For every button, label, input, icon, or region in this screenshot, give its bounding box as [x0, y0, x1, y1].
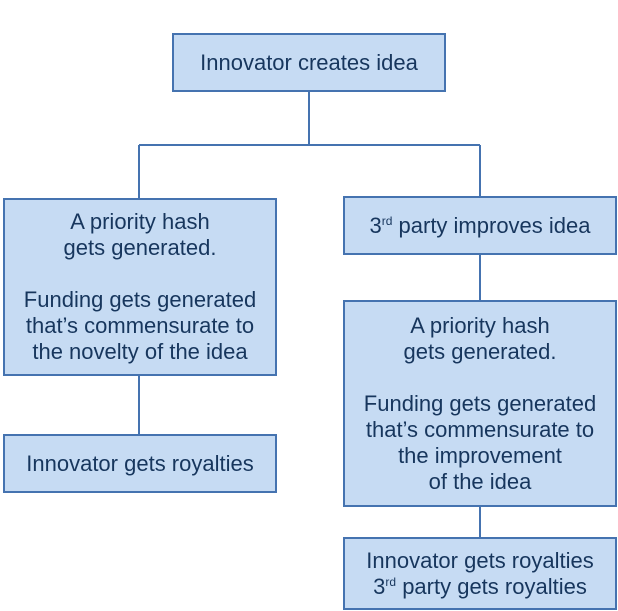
third-party-ordinal-suffix: rd [381, 213, 393, 228]
innovator-creates-idea-box: Innovator creates idea [172, 33, 446, 92]
right-hash-line-5: the improvement [398, 442, 562, 468]
left-priority-hash-box: A priority hash gets generated. Funding … [3, 198, 277, 376]
right-royalties-box: Innovator gets royalties 3rd party gets … [343, 537, 617, 610]
right-priority-hash-box: A priority hash gets generated. Funding … [343, 300, 617, 507]
left-royalties-label: Innovator gets royalties [26, 450, 254, 476]
right-hash-line-4: that’s commensurate to [365, 416, 595, 442]
right-royalties-text: party gets royalties [396, 573, 587, 599]
right-hash-line-2: gets generated. [403, 338, 557, 364]
right-hash-line-1: A priority hash [410, 312, 550, 338]
right-hash-line-3: Funding gets generated [363, 390, 597, 416]
right-royalties-line-2: 3rd party gets royalties [373, 574, 587, 600]
right-royalties-line-1: Innovator gets royalties [366, 547, 594, 573]
left-hash-line-1: A priority hash [70, 209, 210, 234]
third-party-number: 3 [369, 212, 382, 238]
left-hash-line-5: the novelty of the idea [32, 339, 248, 364]
right-hash-line-6: of the idea [428, 468, 532, 494]
third-party-improves-text: party improves idea [392, 212, 591, 238]
root-label: Innovator creates idea [200, 49, 418, 75]
left-hash-line-3: Funding gets generated [23, 287, 257, 312]
third-party-improves-idea-box: 3rd party improves idea [343, 196, 617, 255]
left-hash-line-4: that’s commensurate to [25, 313, 255, 338]
left-hash-line-2: gets generated. [63, 235, 217, 260]
right-royalties-ordinal-suffix: rd [385, 574, 397, 589]
left-innovator-royalties-box: Innovator gets royalties [3, 434, 277, 493]
third-party-improves-label: 3rd party improves idea [369, 213, 590, 239]
right-royalties-number: 3 [373, 573, 386, 599]
